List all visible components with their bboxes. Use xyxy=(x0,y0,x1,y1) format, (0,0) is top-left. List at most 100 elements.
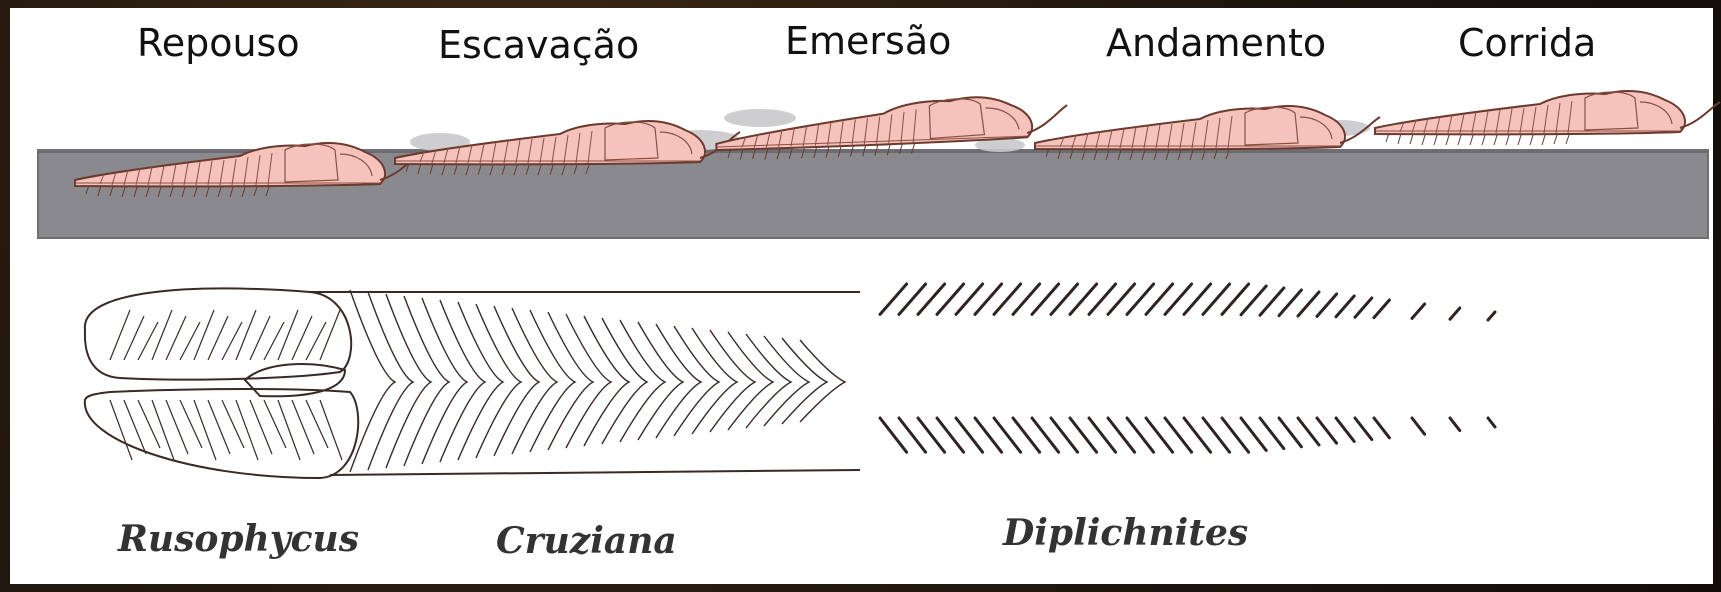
diplichnites-lower-mark xyxy=(1334,416,1356,443)
stage-label-escavacao: Escavação xyxy=(438,23,639,67)
cruziana-chevron xyxy=(745,333,793,429)
diplichnites-upper-mark xyxy=(1068,282,1099,316)
diplichnites-upper-mark xyxy=(992,282,1023,316)
diplichnites-lower-mark xyxy=(1144,416,1175,454)
cruziana-chevron xyxy=(475,303,523,459)
rusophycus-hatch-line xyxy=(109,399,133,461)
rusophycus-hatch-line xyxy=(291,399,315,455)
rusophycus-hatch-line xyxy=(235,399,259,461)
diplichnites-lower-mark xyxy=(1201,416,1232,454)
diplichnites-upper-mark xyxy=(1315,292,1339,318)
cruziana-chevron xyxy=(349,289,397,473)
diplichnites-upper-mark xyxy=(973,282,1004,316)
rusophycus-hatch-line xyxy=(137,321,159,361)
diplichnites-upper-mark xyxy=(1410,302,1427,320)
stage-label-emersao: Emersão xyxy=(785,19,951,63)
diplichnites-lower-mark xyxy=(1372,416,1391,440)
diplichnites-upper-mark xyxy=(1106,282,1137,316)
cruziana-chevron xyxy=(619,319,667,443)
rusophycus-hatch-line xyxy=(207,399,231,455)
rusophycus-hatch-line xyxy=(319,399,343,461)
diplichnites-upper-mark xyxy=(1486,310,1497,322)
diplichnites-lower-mark xyxy=(1410,416,1427,436)
diplichnites-lower-mark xyxy=(1049,416,1080,454)
diplichnites-upper-mark xyxy=(897,282,928,316)
diplichnites-upper-mark xyxy=(1125,282,1156,316)
diplichnites-upper-mark xyxy=(1334,294,1356,319)
diplichnites-upper-mark xyxy=(1277,288,1303,318)
cruziana-chevron xyxy=(655,323,703,439)
cruziana-chevron xyxy=(799,339,847,423)
diplichnites-upper-mark xyxy=(1448,306,1462,321)
rusophycus-hatch-line xyxy=(263,321,285,361)
diplichnites-lower-mark xyxy=(1068,416,1099,454)
rusophycus-hatch-line xyxy=(291,315,313,361)
cruziana-chevron xyxy=(547,311,595,451)
cruziana-chevron xyxy=(367,291,415,471)
diplichnites-lower-mark xyxy=(1296,416,1321,447)
rusophycus-hatch-line xyxy=(109,309,131,361)
diplichnites-lower-mark xyxy=(1239,416,1268,452)
rusophycus-hatching xyxy=(109,309,343,461)
rusophycus-hatch-line xyxy=(179,321,201,361)
diplichnites-upper-mark xyxy=(1220,282,1251,316)
diplichnites-upper-mark xyxy=(1182,282,1213,316)
diplichnites-upper-mark xyxy=(1087,282,1118,316)
rusophycus-hatch-line xyxy=(123,399,147,455)
diplichnites-upper-mark xyxy=(1372,298,1391,320)
diplichnites-upper-mark xyxy=(1144,282,1175,316)
diplichnites-trackways xyxy=(878,282,1497,454)
trace-label-diplichnites: Diplichnites xyxy=(1002,512,1248,554)
cruziana-chevron xyxy=(583,315,631,447)
diplichnites-lower-mark xyxy=(897,416,928,454)
diplichnites-lower-mark xyxy=(1277,416,1303,449)
rusophycus-hatch-line xyxy=(221,321,243,361)
cruziana-chevron xyxy=(385,293,433,469)
cruziana-chevron xyxy=(673,325,721,437)
trace-label-cruziana: Cruziana xyxy=(496,520,677,562)
diplichnites-lower-mark xyxy=(1163,416,1194,454)
rusophycus-hatch-line xyxy=(277,399,301,461)
trace-label-rusophycus: Rusophycus xyxy=(117,518,359,560)
rusophycus-hatch-line xyxy=(165,315,187,361)
rusophycus-hatch-line xyxy=(263,399,287,449)
cruziana-chevron xyxy=(691,327,739,435)
rusophycus-hatch-line xyxy=(305,399,329,449)
diplichnites-upper-mark xyxy=(1030,282,1061,316)
diplichnites-lower-mark xyxy=(1353,416,1374,442)
diplichnites-lower-mark xyxy=(954,416,985,454)
diplichnites-lower-mark xyxy=(935,416,966,454)
cruziana-trace xyxy=(310,291,861,476)
rusophycus-hatch-line xyxy=(277,309,299,361)
cruziana-chevron xyxy=(457,301,505,461)
diplichnites-lower-mark xyxy=(1258,416,1286,451)
diplichnites-upper-mark xyxy=(916,282,947,316)
diplichnites-upper-mark xyxy=(954,282,985,316)
rusophycus-hatch-line xyxy=(319,309,341,361)
cruziana-chevron xyxy=(637,321,685,441)
diplichnites-lower-mark xyxy=(1448,416,1462,433)
diplichnites-lower-mark xyxy=(1315,416,1339,445)
diplichnites-lower-mark xyxy=(973,416,1004,454)
cruziana-chevron xyxy=(727,331,775,431)
cruziana-chevron xyxy=(781,337,829,425)
rusophycus-hatch-line xyxy=(249,399,273,455)
rusophycus-hatch-line xyxy=(221,399,245,449)
rusophycus-hatch-line xyxy=(179,399,203,449)
rusophycus-hatch-line xyxy=(193,399,217,461)
diplichnites-upper-mark xyxy=(878,282,909,316)
diplichnites-lower-mark xyxy=(1486,416,1497,429)
diplichnites-upper-mark xyxy=(1011,282,1042,316)
diplichnites-upper-mark xyxy=(1201,282,1232,316)
cruziana-chevron xyxy=(709,329,757,433)
stage-label-corrida: Corrida xyxy=(1458,21,1596,65)
rusophycus-hatch-line xyxy=(305,321,327,361)
white-panel xyxy=(10,8,1713,584)
diplichnites-lower-mark xyxy=(1106,416,1137,454)
diplichnites-upper-mark xyxy=(1049,282,1080,316)
cruziana-chevron xyxy=(565,313,613,449)
cruziana-chevron xyxy=(493,305,541,457)
rusophycus-hatch-line xyxy=(207,315,229,361)
cruziana-chevrons xyxy=(349,289,847,473)
cruziana-chevron xyxy=(601,317,649,445)
